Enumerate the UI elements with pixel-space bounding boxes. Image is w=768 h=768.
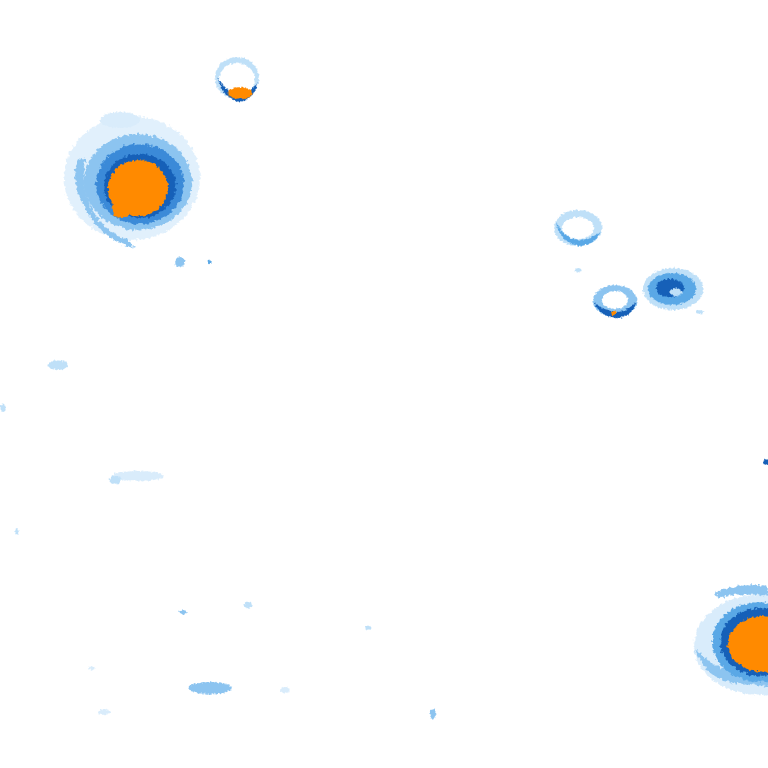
scattered-echoes xyxy=(0,268,768,719)
storm-cell-north xyxy=(215,57,259,102)
storm-cell-southeast xyxy=(694,584,768,695)
storm-cell-east-a xyxy=(554,210,602,246)
storm-cell-east-c xyxy=(643,268,703,310)
storm-cell-east-b xyxy=(593,285,637,318)
storm-cell-northwest xyxy=(64,116,200,248)
storm-debris-northwest xyxy=(100,112,212,267)
